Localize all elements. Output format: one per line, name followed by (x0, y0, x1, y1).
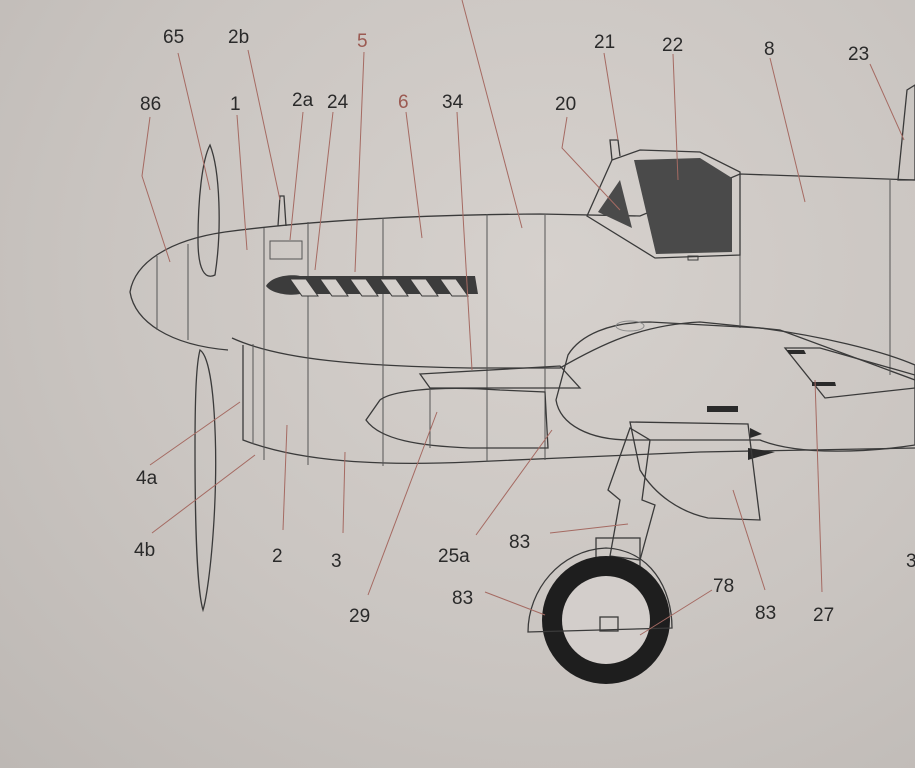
aerial-mast (897, 84, 915, 181)
label-34: 34 (442, 92, 464, 113)
inspection-panel (269, 240, 303, 260)
label-3-edge: 3 (906, 551, 915, 572)
label-24: 24 (327, 92, 349, 113)
label-2: 2 (272, 546, 283, 567)
label-20: 20 (555, 94, 576, 115)
label-65: 65 (163, 27, 184, 48)
label-22: 22 (662, 35, 683, 56)
label-2a: 2a (292, 90, 314, 111)
exhaust-stacks (266, 275, 478, 297)
label-8: 8 (764, 39, 775, 60)
fuel-cap (277, 195, 287, 227)
wing (555, 320, 915, 460)
callout-labels: 86 65 1 2b 2a 24 5 6 34 20 21 22 8 23 4a… (134, 27, 915, 627)
label-86: 86 (140, 94, 161, 115)
spinner (129, 231, 229, 351)
canopy (586, 139, 741, 261)
label-1: 1 (230, 94, 241, 115)
label-27: 27 (813, 605, 834, 626)
landing-gear (527, 421, 761, 684)
label-2b: 2b (228, 27, 249, 48)
label-4b: 4b (134, 540, 155, 561)
label-23: 23 (848, 44, 869, 65)
label-83-wheel: 83 (452, 588, 473, 609)
label-5: 5 (357, 31, 368, 52)
label-4a: 4a (136, 468, 158, 489)
label-25a: 25a (438, 546, 470, 567)
label-21: 21 (594, 32, 615, 53)
leader-lines (141, 0, 905, 636)
label-78: 78 (713, 576, 734, 597)
oil-cooler (365, 365, 582, 449)
label-29: 29 (349, 606, 370, 627)
label-3: 3 (331, 551, 342, 572)
label-83-strut: 83 (509, 532, 530, 553)
propeller (194, 143, 220, 613)
label-83-door: 83 (755, 603, 776, 624)
label-6: 6 (398, 92, 409, 113)
fuselage (224, 172, 915, 466)
